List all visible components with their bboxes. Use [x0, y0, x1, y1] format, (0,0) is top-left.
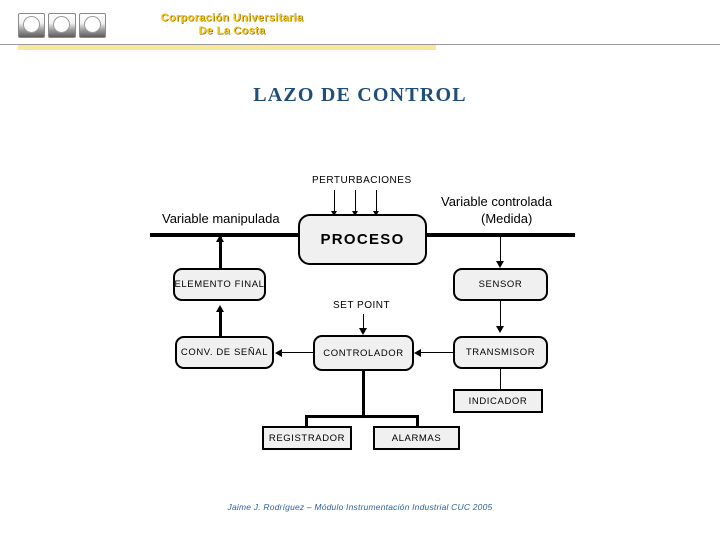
perturbacion-arrow-2	[352, 211, 358, 216]
controlador-to-conv-line	[281, 352, 313, 353]
perturbacion-arrow-1	[331, 211, 337, 216]
label-variable-controlada: Variable controlada	[441, 194, 553, 209]
label-variable-controlada-sub: (Medida)	[481, 211, 533, 226]
label-variable-manipulada: Variable manipulada	[162, 211, 280, 226]
transmisor-to-controlador-line	[420, 352, 453, 353]
bus-to-registrador-line	[305, 415, 308, 427]
node-controlador[interactable]: CONTROLADOR	[313, 335, 414, 371]
node-registrador[interactable]: REGISTRADOR	[262, 426, 352, 450]
proceso-to-sensor-arrow	[496, 261, 504, 268]
organization-name-line1: Corporación Universitaria	[160, 12, 304, 24]
controlador-to-conv-arrow	[275, 349, 282, 357]
node-proceso[interactable]: PROCESO	[298, 214, 427, 265]
bus-to-alarmas-line	[416, 415, 419, 427]
node-transmisor[interactable]: TRANSMISOR	[453, 336, 548, 369]
node-sensor[interactable]: SENSOR	[453, 268, 548, 301]
logo-letter-c1	[18, 13, 46, 38]
variable-manipulada-line	[150, 233, 300, 237]
transmisor-to-indicador-line	[500, 369, 501, 390]
node-registrador-label: REGISTRADOR	[268, 432, 346, 444]
organization-name: Corporación Universitaria De La Costa	[112, 12, 352, 38]
elemento-final-to-proceso-arrow	[216, 235, 224, 242]
header-accent-bar	[18, 45, 436, 50]
node-elemento-final-label: ELEMENTO FINAL	[174, 279, 265, 290]
node-alarmas-label: ALARMAS	[391, 432, 442, 444]
variable-controlada-line	[425, 233, 575, 237]
header-divider-line	[0, 44, 720, 45]
organization-name-line2: De La Costa	[198, 25, 266, 37]
node-sensor-label: SENSOR	[478, 279, 523, 290]
node-alarmas[interactable]: ALARMAS	[373, 426, 460, 450]
node-transmisor-label: TRANSMISOR	[465, 347, 536, 358]
controlador-bus-drop	[362, 371, 365, 416]
conv-to-elemento-final-line	[219, 309, 222, 336]
controlador-bus-horizontal	[305, 415, 419, 418]
node-conv-de-senal[interactable]: CONV. DE SEÑAL	[175, 336, 274, 369]
perturbacion-line-2	[355, 190, 356, 214]
node-indicador[interactable]: INDICADOR	[453, 389, 543, 413]
sensor-to-transmisor-line	[500, 301, 501, 329]
set-point-line	[363, 314, 364, 332]
node-controlador-label: CONTROLADOR	[323, 347, 404, 359]
cuc-logo-icon	[18, 13, 106, 38]
conv-to-elemento-final-arrow	[216, 305, 224, 312]
logo-letter-u	[48, 13, 76, 38]
transmisor-to-controlador-arrow	[414, 349, 421, 357]
label-perturbaciones: PERTURBACIONES	[312, 175, 412, 186]
node-elemento-final[interactable]: ELEMENTO FINAL	[173, 268, 266, 301]
node-conv-de-senal-label: CONV. DE SEÑAL	[180, 347, 269, 358]
node-indicador-label: INDICADOR	[468, 395, 528, 407]
page-title: LAZO DE CONTROL	[253, 84, 467, 106]
elemento-final-to-proceso-line	[219, 237, 222, 268]
proceso-to-sensor-line	[500, 236, 501, 266]
perturbacion-line-1	[334, 190, 335, 214]
slide-header: Corporación Universitaria De La Costa	[0, 0, 720, 56]
perturbacion-line-3	[376, 190, 377, 214]
logo-letter-c2	[78, 13, 106, 38]
label-set-point: SET POINT	[333, 300, 391, 311]
node-proceso-label: PROCESO	[320, 231, 405, 248]
sensor-to-transmisor-arrow	[496, 326, 504, 333]
set-point-arrow	[359, 328, 367, 335]
perturbacion-arrow-3	[373, 211, 379, 216]
slide-footer-credit: Jaime J. Rodríguez – Módulo Instrumentac…	[227, 502, 493, 512]
